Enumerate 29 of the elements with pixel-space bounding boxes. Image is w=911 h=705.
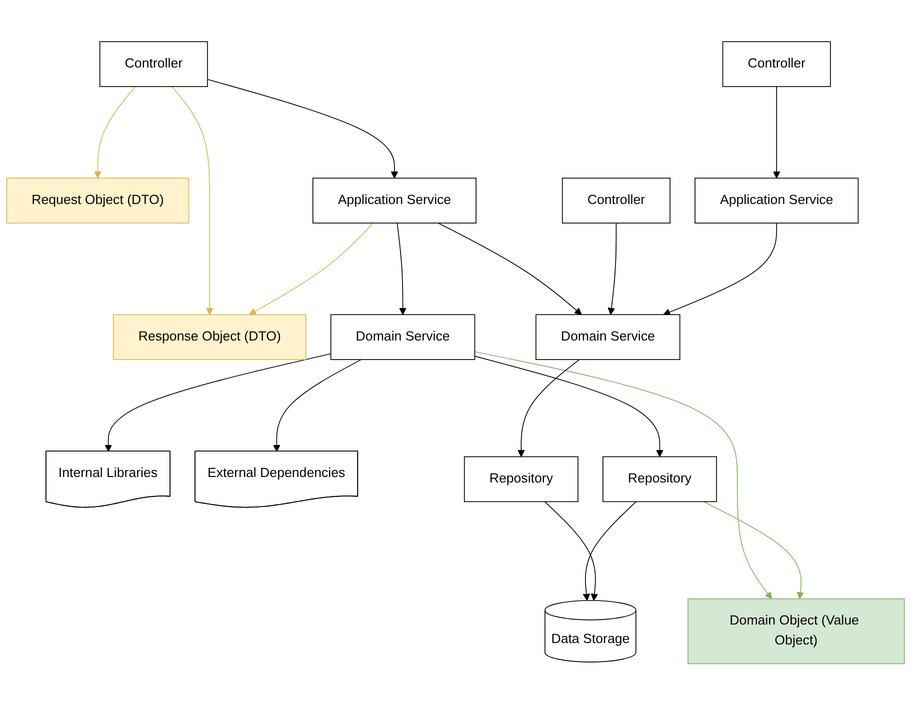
arrow [207, 78, 398, 178]
arrow [172, 86, 214, 315]
arrow [518, 358, 580, 457]
node-box: Repository [464, 456, 578, 502]
arrow [248, 222, 374, 315]
arrow [438, 222, 582, 315]
node-box: Response Object (DTO) [112, 314, 306, 360]
node-box: Repository [602, 456, 717, 502]
arrow [608, 222, 617, 315]
node-box: Application Service [694, 178, 859, 224]
arrow [772, 86, 780, 178]
node-box: Controller [562, 178, 670, 224]
arrow [703, 501, 804, 599]
arrow [396, 222, 406, 315]
arrow [474, 356, 664, 457]
node-box: Application Service [312, 178, 476, 224]
arrow [273, 358, 362, 452]
node-box: Controller [99, 41, 208, 87]
arrow [582, 501, 637, 601]
node-box: Domain Service [330, 314, 476, 360]
node-box: Controller [722, 41, 831, 87]
arrow [94, 86, 136, 178]
arrow [544, 501, 598, 601]
node-box: Request Object (DTO) [6, 178, 190, 224]
arrow [663, 222, 777, 316]
node-box: Domain Service [536, 314, 680, 360]
node-box: Domain Object (Value Object) [688, 598, 905, 664]
arrow [104, 353, 332, 452]
arrow [474, 351, 772, 599]
